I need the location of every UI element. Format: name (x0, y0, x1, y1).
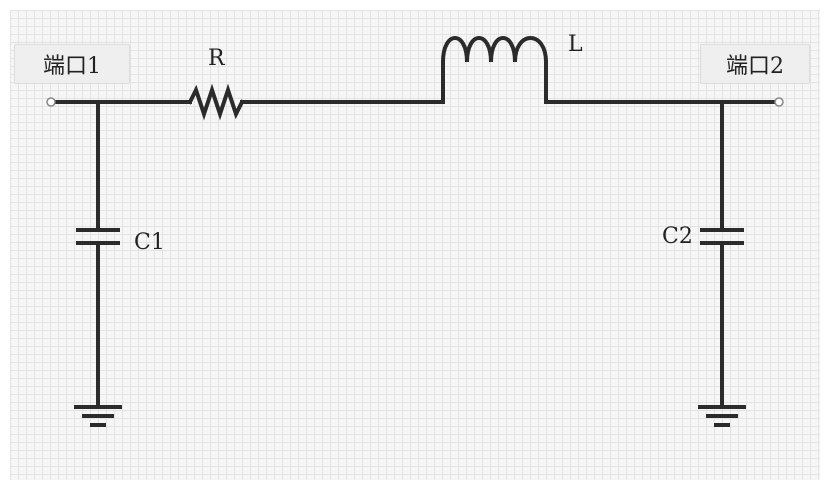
port1-terminal (46, 97, 56, 107)
capacitor1-label: C1 (134, 230, 165, 255)
resistor-symbol (187, 83, 245, 121)
port1-label: 端口1 (14, 44, 130, 84)
resistor-label: R (208, 46, 225, 71)
port2-label: 端口2 (700, 44, 810, 84)
grid-background (10, 10, 820, 480)
inductor-label: L (568, 32, 583, 57)
capacitor2-label: C2 (662, 224, 693, 249)
inductor-coils (440, 36, 549, 65)
port2-terminal (774, 97, 784, 107)
